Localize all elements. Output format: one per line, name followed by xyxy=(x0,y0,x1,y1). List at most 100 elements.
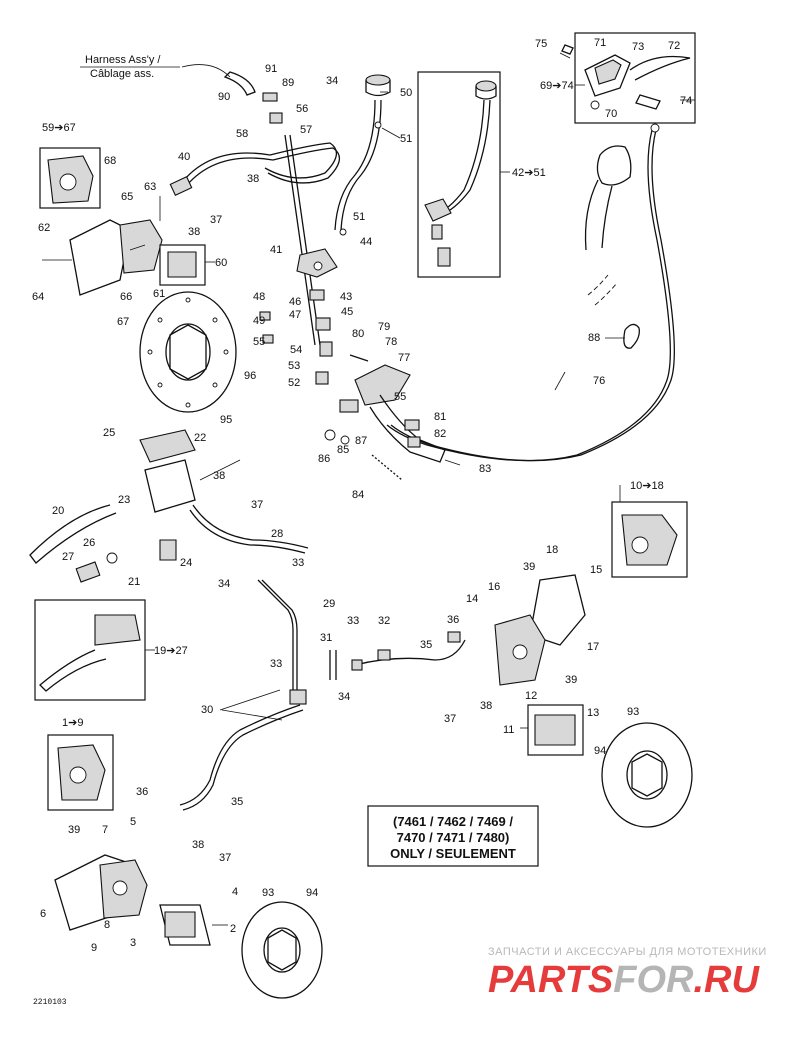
rear-caliper-right xyxy=(494,574,586,756)
callout-83: 83 xyxy=(479,463,491,475)
callout-94: 94 xyxy=(594,745,606,757)
callout-90: 90 xyxy=(218,91,230,103)
reservoir-50-and-hose-51 xyxy=(334,74,391,236)
callout-38: 38 xyxy=(213,470,225,482)
callout-33: 33 xyxy=(270,658,282,670)
callout-37: 37 xyxy=(444,713,456,725)
callout-17: 17 xyxy=(587,641,599,653)
inset-box-69-74 xyxy=(559,32,696,124)
callout-33: 33 xyxy=(292,557,304,569)
callout-11: 11 xyxy=(503,724,514,736)
callout-64: 64 xyxy=(32,291,44,303)
watermark-brand-parts: PARTS xyxy=(488,959,613,1001)
callout-82: 82 xyxy=(434,428,446,440)
document-id: 2210103 xyxy=(33,998,67,1007)
callout-47: 47 xyxy=(289,309,301,321)
callout-73: 73 xyxy=(632,41,644,53)
callout-15: 15 xyxy=(590,564,602,576)
callout-3: 3 xyxy=(130,937,136,949)
rear-disc-right xyxy=(601,722,693,828)
callout-94: 94 xyxy=(306,887,318,899)
callout-25: 25 xyxy=(103,427,115,439)
callout-18: 18 xyxy=(546,544,558,556)
callout-57: 57 xyxy=(300,124,312,136)
callout-34: 34 xyxy=(218,578,230,590)
callout-5: 5 xyxy=(130,816,136,828)
inset-box-10-18 xyxy=(611,501,688,578)
callout-85: 85 xyxy=(337,444,349,456)
callout-41: 41 xyxy=(270,244,282,256)
callout-10-18: 10➔18 xyxy=(630,480,664,492)
callout-60: 60 xyxy=(215,257,227,269)
models-note: (7461 / 7462 / 7469 / 7470 / 7471 / 7480… xyxy=(367,805,539,867)
callout-77: 77 xyxy=(398,352,410,364)
callout-6: 6 xyxy=(40,908,46,920)
callout-37: 37 xyxy=(219,852,231,864)
callout-38: 38 xyxy=(247,173,259,185)
callout-7: 7 xyxy=(102,824,108,836)
callout-65: 65 xyxy=(121,191,133,203)
callout-32: 32 xyxy=(378,615,390,627)
watermark-brand-for: FOR xyxy=(613,959,694,1001)
callout-80: 80 xyxy=(352,328,364,340)
callout-68: 68 xyxy=(104,155,116,167)
callout-13: 13 xyxy=(587,707,599,719)
callout-39: 39 xyxy=(565,674,577,686)
callout-21: 21 xyxy=(128,576,140,588)
watermark-brand: PARTSFOR.RU xyxy=(488,959,761,1001)
callout-30: 30 xyxy=(201,704,213,716)
harness-label: Harness Ass'y / Câblage ass. xyxy=(80,54,231,80)
callout-51: 51 xyxy=(353,211,365,223)
callout-51: 51 xyxy=(400,133,412,145)
callout-43: 43 xyxy=(340,291,352,303)
callout-61: 61 xyxy=(153,288,165,300)
callout-39: 39 xyxy=(523,561,535,573)
callout-81: 81 xyxy=(434,411,446,423)
reservoir-kit-42-51 xyxy=(417,71,501,278)
callout-12: 12 xyxy=(525,690,537,702)
callout-49: 49 xyxy=(253,315,265,327)
watermark: ЗАПЧАСТИ И АКСЕССУАРЫ ДЛЯ МОТОТЕХНИКИ PA… xyxy=(488,946,767,1001)
models-line-3: ONLY / SEULEMENT xyxy=(390,846,516,861)
callout-2: 2 xyxy=(230,923,236,935)
inset-box-19-27 xyxy=(34,599,146,701)
watermark-tagline: ЗАПЧАСТИ И АКСЕССУАРЫ ДЛЯ МОТОТЕХНИКИ xyxy=(488,946,767,958)
harness-label-line-2: Câblage ass. xyxy=(90,68,154,80)
callout-20: 20 xyxy=(52,505,64,517)
callout-8: 8 xyxy=(104,919,110,931)
callout-96: 96 xyxy=(244,370,256,382)
callout-14: 14 xyxy=(466,593,478,605)
callout-26: 26 xyxy=(83,537,95,549)
callout-58: 58 xyxy=(236,128,248,140)
callout-38: 38 xyxy=(192,839,204,851)
callout-71: 71 xyxy=(594,37,606,49)
callout-78: 78 xyxy=(385,336,397,348)
callout-19-27: 19➔27 xyxy=(154,645,188,657)
callout-76: 76 xyxy=(593,375,605,387)
callout-24: 24 xyxy=(180,557,192,569)
callout-37: 37 xyxy=(251,499,263,511)
callout-31: 31 xyxy=(320,632,332,644)
callout-66: 66 xyxy=(120,291,132,303)
callout-53: 53 xyxy=(288,360,300,372)
callout-37: 37 xyxy=(210,214,222,226)
callout-63: 63 xyxy=(144,181,156,193)
callout-36: 36 xyxy=(447,614,459,626)
callout-88: 88 xyxy=(588,332,600,344)
callout-46: 46 xyxy=(289,296,301,308)
callout-44: 44 xyxy=(360,236,372,248)
master-cylinder-center xyxy=(259,248,338,385)
callout-39: 39 xyxy=(68,824,80,836)
callout-69-74: 69➔74 xyxy=(540,80,574,92)
callout-35: 35 xyxy=(420,639,432,651)
callout-95: 95 xyxy=(220,414,232,426)
callout-55: 55 xyxy=(253,336,265,348)
callout-67: 67 xyxy=(117,316,129,328)
callout-79: 79 xyxy=(378,321,390,333)
callout-35: 35 xyxy=(231,796,243,808)
callout-45: 45 xyxy=(341,306,353,318)
callout-84: 84 xyxy=(352,489,364,501)
callout-55: 55 xyxy=(394,391,406,403)
callout-34: 34 xyxy=(338,691,350,703)
